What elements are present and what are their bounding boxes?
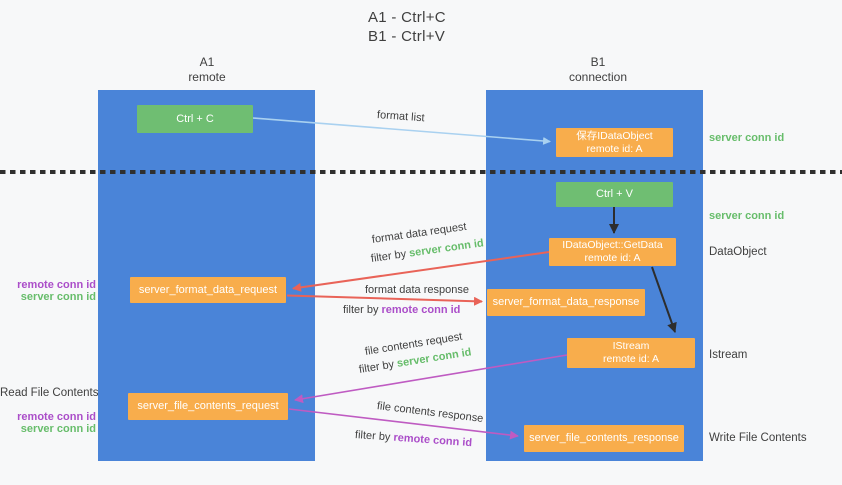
getdata-box[interactable]: IDataObject::GetData remote id: A: [549, 238, 676, 266]
ctrl-c-box[interactable]: Ctrl + C: [137, 105, 253, 133]
title-line-1: A1 - Ctrl+C: [368, 9, 446, 26]
remote-conn-id-text: remote conn id: [393, 431, 473, 450]
diagram-title: A1 - Ctrl+C B1 - Ctrl+V: [368, 8, 446, 46]
filter-by-remote-conn-id-label-2: filter by remote conn id: [355, 429, 473, 449]
istream-line2: remote id: A: [602, 353, 660, 365]
server-format-data-request-box[interactable]: server_format_data_request: [130, 277, 286, 303]
lane-a1-role: remote: [188, 70, 226, 84]
server-conn-id-left-top: server conn id: [20, 291, 96, 303]
lane-header-a1: A1 remote: [147, 55, 267, 85]
getdata-line2: remote id: A: [584, 252, 641, 264]
server-file-contents-response-box[interactable]: server_file_contents_response: [524, 425, 684, 452]
remote-conn-id-text: remote conn id: [381, 304, 461, 316]
server-format-data-request-label: server_format_data_request: [138, 283, 278, 296]
istream-side-label: Istream: [709, 349, 748, 361]
format-data-response-label: format data response: [365, 284, 469, 296]
lane-b1-name: B1: [590, 55, 606, 69]
getdata-line1: IDataObject::GetData: [562, 239, 663, 251]
server-format-data-response-box[interactable]: server_format_data_response: [487, 289, 645, 316]
save-idataobject-line2: remote id: A: [586, 142, 643, 155]
file-contents-response-label: file contents response: [376, 400, 484, 425]
title-line-2: B1 - Ctrl+V: [368, 28, 446, 45]
lane-a1-name: A1: [199, 55, 215, 69]
remote-conn-id-left-top: remote conn id: [17, 279, 96, 291]
server-format-data-response-label: server_format_data_response: [492, 296, 640, 308]
filter-by-text: filter by: [358, 358, 395, 376]
save-idataobject-box[interactable]: 保存IDataObject remote id: A: [556, 128, 673, 157]
ctrl-v-label: Ctrl + V: [596, 188, 633, 200]
filter-by-text: filter by: [370, 248, 407, 265]
ctrl-c-label: Ctrl + C: [176, 112, 214, 125]
server-file-contents-response-label: server_file_contents_response: [529, 432, 679, 444]
dataobject-label: DataObject: [709, 246, 767, 258]
filter-by-remote-conn-id-label-1: filter by remote conn id: [343, 304, 460, 316]
lane-header-b1: B1 connection: [538, 55, 658, 85]
format-list-label: format list: [376, 109, 425, 125]
filter-by-text: filter by: [343, 304, 379, 316]
read-file-contents-label: Read File Contents: [0, 387, 99, 399]
format-data-response-arrow: [286, 294, 483, 306]
istream-line1: IStream: [612, 340, 650, 352]
lane-b1-role: connection: [568, 70, 628, 84]
left-conn-id-pair-bottom: remote conn id server conn id: [0, 411, 96, 435]
server-conn-id-right-mid: server conn id: [709, 210, 785, 222]
server-conn-id-left-bottom: server conn id: [20, 423, 96, 435]
server-conn-id-right-top: server conn id: [709, 132, 785, 144]
server-conn-id-text: server conn id: [408, 237, 485, 260]
save-idataobject-line1: 保存IDataObject: [576, 129, 653, 142]
left-conn-id-pair-top: remote conn id server conn id: [0, 279, 96, 303]
istream-box[interactable]: IStream remote id: A: [567, 338, 695, 368]
filter-by-text: filter by: [354, 429, 391, 444]
ctrl-v-box[interactable]: Ctrl + V: [556, 182, 673, 207]
write-file-contents-label: Write File Contents: [709, 432, 807, 444]
server-file-contents-request-label: server_file_contents_request: [137, 400, 279, 412]
remote-conn-id-left-bottom: remote conn id: [17, 411, 96, 423]
server-file-contents-request-box[interactable]: server_file_contents_request: [128, 393, 288, 420]
